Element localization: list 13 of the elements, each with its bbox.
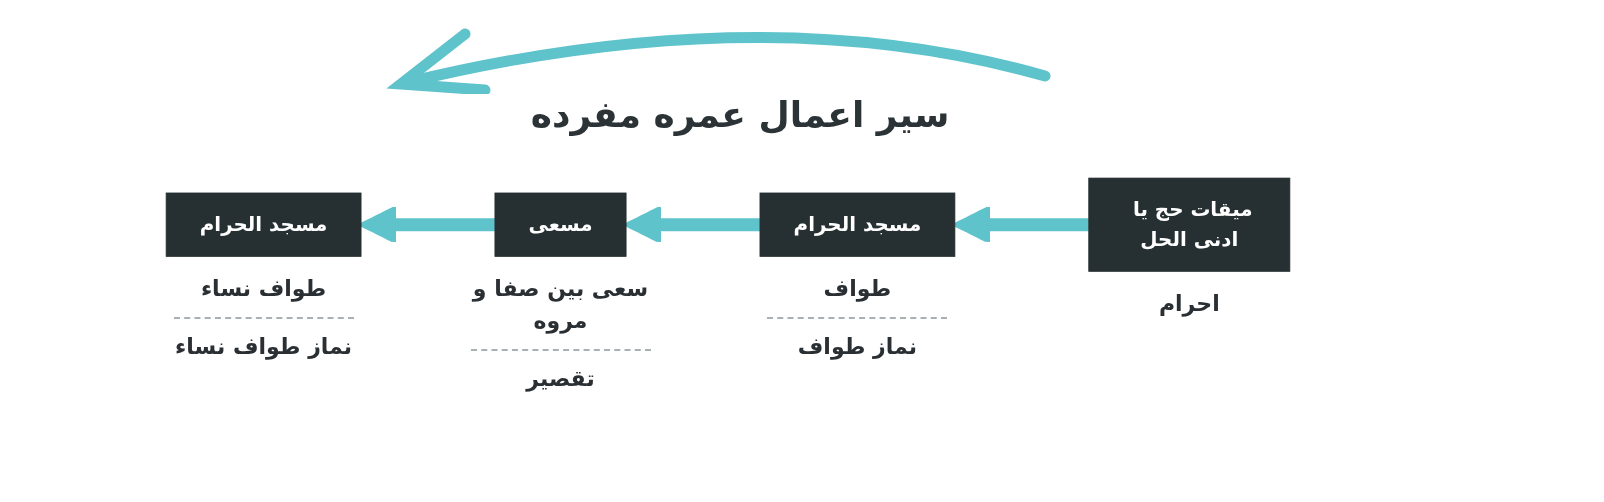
node-caption: نماز طواف: [797, 332, 918, 362]
process-box: مسجد الحرام: [759, 192, 956, 258]
node-caption: سعی بین صفا و مروه: [470, 274, 650, 336]
process-box: مسجد الحرام: [165, 192, 362, 258]
process-box: مسعی: [494, 192, 627, 258]
node-caption: طواف: [823, 274, 892, 304]
node-caption: تقصیر: [526, 364, 595, 394]
arrow: [953, 205, 1089, 245]
node-caption: نماز طواف نساء: [175, 332, 353, 362]
node-caption: احرام: [1158, 289, 1220, 319]
node-caption: طواف نساء: [200, 274, 327, 304]
process-box: میقات حج یا ادنی الحل: [1088, 177, 1291, 272]
diagram-title: سیر اعمال عمره مفرده: [530, 94, 950, 135]
